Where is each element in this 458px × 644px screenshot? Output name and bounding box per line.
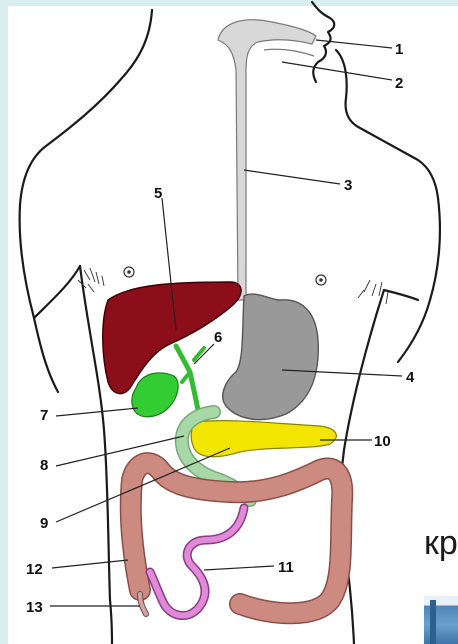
esophagus xyxy=(218,20,316,300)
gallbladder xyxy=(132,373,178,417)
label-9: 9 xyxy=(40,515,48,532)
right-arm-edge xyxy=(398,198,440,362)
leader-11 xyxy=(204,566,274,570)
leader-12 xyxy=(52,560,128,568)
label-4: 4 xyxy=(406,369,415,386)
small-intestine xyxy=(150,508,244,616)
right-torso-edge xyxy=(341,290,384,644)
leader-2 xyxy=(282,62,392,80)
label-7: 7 xyxy=(40,407,48,424)
label-8: 8 xyxy=(40,457,48,474)
right-nipple-center xyxy=(319,278,323,282)
leader-7 xyxy=(56,408,138,416)
stomach xyxy=(223,294,319,419)
slide-overlay-text: кр xyxy=(424,526,458,560)
left-neck-shoulder xyxy=(20,10,152,205)
leader-3 xyxy=(244,170,340,184)
label-5: 5 xyxy=(154,185,162,202)
label-1: 1 xyxy=(395,41,403,58)
slide-overlay-bar-accent xyxy=(430,600,436,644)
label-12: 12 xyxy=(26,561,43,578)
left-nipple-center xyxy=(127,270,131,274)
tongue-line xyxy=(264,49,314,56)
right-armpit xyxy=(384,290,418,300)
label-13: 13 xyxy=(26,599,43,616)
label-3: 3 xyxy=(344,177,352,194)
label-6: 6 xyxy=(214,329,222,346)
label-11: 11 xyxy=(278,559,294,576)
label-2: 2 xyxy=(395,75,403,92)
pancreas xyxy=(191,421,336,457)
label-10: 10 xyxy=(374,433,391,450)
left-armpit xyxy=(34,266,80,318)
body-outline xyxy=(20,2,440,644)
right-neck-shoulder xyxy=(336,50,438,198)
